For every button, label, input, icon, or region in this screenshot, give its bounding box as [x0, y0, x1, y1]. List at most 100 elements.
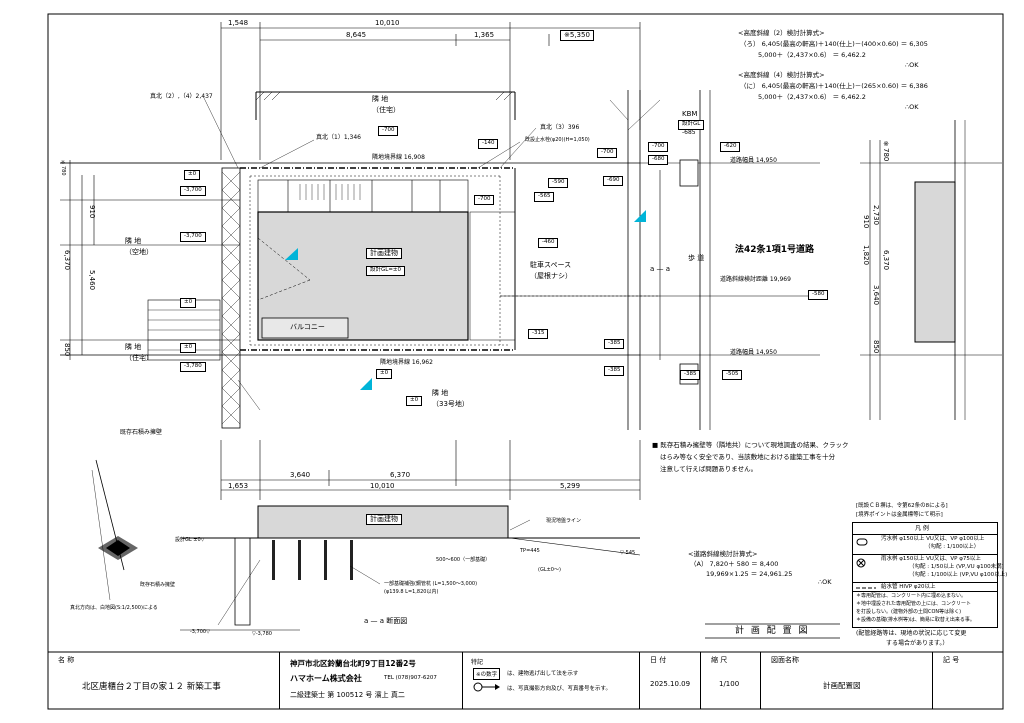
lower-neighbor-lot: （33号地）: [432, 400, 469, 408]
sidewalk-label: 歩 道: [688, 254, 705, 262]
notes-line-2: は、写真撮影方向及び、写真番号を示す。: [507, 686, 611, 692]
left-neighbor-use: （空地）: [125, 248, 153, 256]
date-head: 日 付: [650, 656, 667, 664]
top-dim-4: 1,365: [474, 31, 495, 39]
upper-neighbor: [255, 91, 516, 120]
legend-row-rain: 雨水桝 φ150以上 VU又は、VP φ75以上 （勾配 : 1/50以上 (V…: [853, 554, 1007, 583]
north-note: 真北方向は、白地図(S:1/2,500)による: [70, 605, 158, 611]
h4-line-1: （に） 6,405(最高の軒高)＋140(仕上)－(265×0.60) ＝ 6,…: [740, 82, 928, 90]
left-dim-3: 5,460: [88, 270, 96, 291]
level-tag: -620: [720, 142, 741, 152]
parking-label: 駐車スペース: [530, 261, 572, 269]
water-pipe-icon: [856, 587, 876, 589]
section-ground-line: 現況地盤ライン: [546, 518, 582, 524]
section-retaining-wall: 既存石積み擁壁: [140, 582, 176, 588]
upper-boundary-label: 隣地境界線 16,908: [372, 154, 425, 161]
legend-footer-2: する場合があります。）: [886, 640, 949, 647]
drawing-title: 計 画 配 置 図: [735, 626, 810, 636]
mark-head: 記 号: [943, 656, 960, 664]
left-dim-1: 910: [88, 205, 96, 219]
left-dim-4: 850: [63, 343, 71, 357]
level-tag: ±0: [376, 369, 393, 379]
level-tag: -700: [597, 148, 618, 158]
left-neighbor-2-label: 隣 地: [125, 343, 142, 351]
legend-notes: ＊専用配管は、コンクリート内に埋め込まない。 ＊地中埋設された専用配管の上には、…: [853, 591, 997, 628]
left-dim-5: ※780: [60, 160, 66, 176]
level-tag: -680: [648, 155, 669, 165]
notes-line-1: は、建物逃げ出して法を示す: [507, 671, 579, 677]
right-dim-6: 850: [872, 340, 880, 354]
road-calc-line-1: （A） 7,820＋ 580 ＝ 8,400: [690, 560, 779, 568]
top-dim-3: 8,645: [346, 31, 367, 39]
h2-line-2: 5,000＋（2,437×0.6） ＝ 6,462.2: [758, 51, 866, 59]
level-tag: ±0: [180, 298, 197, 308]
bottom-dim-1: 3,640: [290, 471, 311, 479]
level-tag: -505: [722, 370, 743, 380]
h4-line-2: 5,000＋（2,437×0.6） ＝ 6,462.2: [758, 93, 866, 101]
company-tel: TEL (078)907-6207: [384, 675, 437, 681]
rain-basin-icon: [856, 558, 866, 568]
leader-lines: [203, 97, 661, 585]
right-dim-3: 2,730: [872, 205, 880, 226]
footing-note-2: (φ139.8 L=1,820以内): [384, 589, 439, 595]
road-slope-distance: 道路斜線検討距離 19,969: [720, 276, 791, 283]
bottom-dim-3: 1,653: [228, 482, 249, 490]
legend-box: 凡 例 汚水桝 φ150以上 VU又は、VP φ100以上 （勾配 : 1/10…: [852, 522, 1007, 628]
kbm-box: [679, 159, 699, 187]
section-aa: [180, 505, 641, 631]
company-name: ハマホーム株式会社: [290, 674, 362, 683]
design-gl-label: 設計GL=±0: [366, 266, 406, 276]
section-gl-label: 設計GL ±0▽: [175, 537, 205, 543]
left-dim-2: 6,370: [63, 250, 71, 271]
title-block-name: 名 称 北区唐櫃台２丁目の家１２ 新築工事: [48, 652, 280, 709]
photo-markers: [285, 210, 646, 390]
date-value: 2025.10.09: [650, 680, 691, 688]
right-dim-4: 6,370: [882, 250, 890, 271]
company-address: 神戸市北区鈴蘭台北町9丁目12番2号: [290, 659, 416, 668]
section-gl-value: -3,700▽: [190, 629, 210, 635]
level-tag: -385: [604, 339, 625, 349]
road-calc-title: <道路斜線検討計算式>: [688, 550, 758, 558]
level-tag: -140: [478, 139, 499, 149]
legend-row-2a: 雨水桝 φ150以上 VU又は、VP φ75以上: [881, 556, 981, 562]
top-dim-1: 1,548: [228, 19, 249, 27]
right-dim-1: 910: [862, 215, 870, 229]
legend-row-3: 給水管 HIVP φ20以上: [881, 584, 936, 590]
top-dimension-lines: [220, 22, 641, 160]
road-width-top: 道路幅員 14,950: [730, 157, 777, 164]
scale-value: 1/100: [719, 680, 740, 688]
north-arrow-icon: [91, 459, 138, 601]
scale-head: 縮 尺: [711, 656, 728, 664]
h4-ok: ∴OK: [905, 103, 919, 111]
notes-box-label: ※の数字: [473, 668, 501, 680]
level-tag: -3,780: [180, 362, 206, 372]
room-strip: [257, 179, 469, 213]
planned-building-footprint: [257, 211, 469, 341]
right-dimension-lines: [860, 140, 1002, 420]
name-head: 名 称: [58, 656, 75, 664]
road-width-bottom: 道路幅員 14,950: [730, 349, 777, 356]
left-dimension-lines: [60, 160, 240, 360]
level-tag: ±0: [184, 170, 201, 180]
right-dim-5: 3,640: [872, 285, 880, 306]
lower-neighbor-label: 隣 地: [432, 389, 449, 397]
kbm-gl-label: 設計GL: [678, 120, 705, 130]
project-name: 北区唐櫃台２丁目の家１２ 新築工事: [82, 682, 221, 692]
h2-ok: ∴OK: [905, 61, 919, 69]
parking-note: （屋根ナシ）: [530, 272, 572, 280]
legend-row-1a: 汚水桝 φ150以上 VU又は、VP φ100以上: [881, 536, 985, 542]
footing-note-1: 一部基礎補強(鋼管杭 (L=1,500〜3,000): [384, 581, 478, 587]
kbm-value: -685: [682, 129, 696, 136]
architect: 二級建築士 第 100512 号 濱上 真二: [290, 691, 405, 699]
legend-note-1: ＊専用配管は、コンクリート内に埋め込まない。: [856, 593, 967, 599]
left-neighbor-label: 隣 地: [125, 237, 142, 245]
level-tag: -590: [548, 178, 569, 188]
section-building-label: 計画建物: [366, 514, 402, 525]
sewage-basin-icon: [856, 538, 868, 546]
legend-row-1b: （勾配 : 1/100以上）: [925, 544, 980, 550]
level-tag: -700: [474, 195, 495, 205]
title-block-company: 神戸市北区鈴蘭台北町9丁目12番2号 ハマホーム株式会社 TEL (078)90…: [280, 652, 463, 709]
right-elevation: [914, 120, 966, 420]
section-title: a — a 断面図: [364, 617, 408, 625]
